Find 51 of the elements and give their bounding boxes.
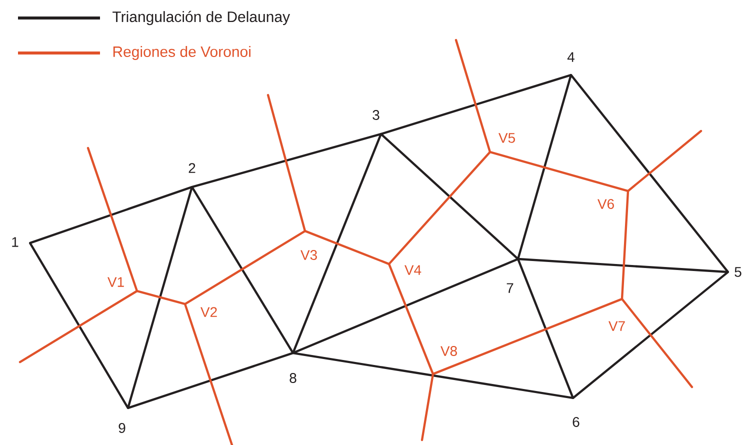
- voronoi-edge: [620, 190, 630, 300]
- voronoi-edge: [388, 151, 491, 265]
- voronoi-edge: [627, 130, 702, 192]
- vertex-label: V4: [404, 265, 422, 275]
- vertex-label: V7: [608, 321, 625, 331]
- voronoi-edge: [184, 230, 306, 305]
- point-label: 4: [567, 52, 574, 62]
- point-label: 3: [372, 110, 380, 120]
- voronoi-edge: [86, 146, 138, 292]
- voronoi-edge: [432, 298, 623, 376]
- vertex-label: V5: [498, 133, 515, 143]
- vertex-label: V1: [108, 277, 124, 287]
- point-label: 9: [118, 423, 126, 433]
- voronoi-edge: [420, 373, 434, 442]
- legend-text: Triangulación de Delaunay: [112, 10, 290, 26]
- voronoi-edge: [304, 230, 390, 266]
- triangle-edge: [516, 258, 574, 399]
- triangle-edge: [517, 258, 729, 274]
- voronoi-edge: [388, 263, 434, 375]
- triangle-edge: [191, 186, 294, 354]
- point-label: 7: [506, 283, 514, 293]
- point-label: 2: [188, 163, 196, 173]
- voronoi-edge: [621, 298, 694, 388]
- triangle-edge: [29, 186, 193, 244]
- triangle-edge: [29, 242, 129, 409]
- triangle-edge: [126, 186, 194, 409]
- voronoi-edge: [136, 290, 186, 306]
- point-label: 8: [290, 373, 296, 383]
- voronoi-edge: [489, 150, 629, 192]
- triangle-edge: [292, 133, 382, 354]
- triangle-edge: [380, 133, 519, 260]
- voronoi-edge: [18, 290, 138, 364]
- triangle-edge: [572, 271, 729, 399]
- point-label: 6: [572, 417, 580, 427]
- vertex-label: V8: [440, 346, 457, 356]
- point-label: 5: [734, 267, 742, 277]
- triangle-edge: [127, 352, 294, 410]
- triangle-edge: [380, 74, 572, 136]
- triangle-edge: [292, 258, 519, 354]
- voronoi-edge: [454, 38, 492, 153]
- point-label: 1: [12, 237, 18, 247]
- voronoi-edge: [266, 94, 306, 232]
- legend-text: Regiones de Voronoi: [113, 46, 250, 60]
- triangle-edge: [516, 74, 572, 260]
- vertex-label: V3: [300, 250, 317, 260]
- vertex-label: V6: [598, 199, 614, 209]
- triangle-edge: [292, 352, 574, 400]
- vertex-label: V2: [200, 307, 217, 317]
- voronoi-edge: [184, 303, 234, 445]
- triangle-edge: [570, 74, 729, 273]
- triangle-edge: [191, 132, 382, 188]
